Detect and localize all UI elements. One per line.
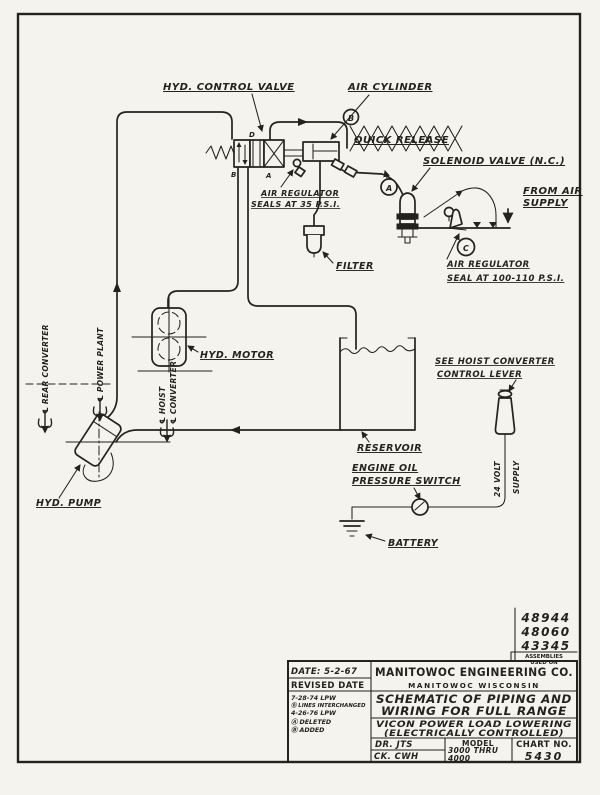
ref-b: B <box>348 114 355 123</box>
flow-arrow-right <box>298 118 308 126</box>
control-lever-symbol <box>494 389 516 441</box>
revision-entry: 7-28-74 LPW <box>291 695 337 702</box>
electrical-wiring <box>339 439 506 537</box>
solenoid-valve-label: SOLENOID VALVE (N.C.) <box>423 156 565 167</box>
air-regulator-100-label-2: SEAL AT 100-110 P.S.I. <box>447 274 564 284</box>
see-hoist-label-1: SEE HOIST CONVERTER <box>435 357 555 367</box>
from-air-supply-label-2: SUPPLY <box>523 198 569 209</box>
model-value-1: 3000 THRU <box>448 746 498 755</box>
assembly-number-3: 43345 <box>520 639 570 653</box>
air-cylinder-symbol <box>292 141 358 178</box>
volt-supply-label-2: SUPPLY <box>512 459 521 494</box>
from-air-supply-label-1: FROM AIR <box>523 186 583 197</box>
drawing-title-1: SCHEMATIC OF PIPING AND <box>376 692 572 706</box>
centerline-converter: ℄ CONVERTER <box>169 361 178 424</box>
reservoir-symbol <box>339 337 416 431</box>
assemblies-caption-1: ASSEMBLIES <box>525 654 563 660</box>
drawing-subtitle-1: VICON POWER LOAD LOWERING <box>376 720 572 730</box>
valve-port-b: B <box>231 171 236 179</box>
engine-oil-label-2: PRESSURE SWITCH <box>352 476 461 487</box>
company-name: MANITOWOC ENGINEERING CO. <box>375 665 573 679</box>
hyd-motor-label: HYD. MOTOR <box>200 350 274 361</box>
assemblies-caption-2: USED ON <box>530 660 558 666</box>
air-regulator-100-label-1: AIR REGULATOR <box>446 260 530 270</box>
volt-supply-label-1: 24 VOLT <box>493 461 502 497</box>
flow-arrow-up <box>113 282 121 292</box>
see-hoist-label-2: CONTROL LEVER <box>437 370 522 380</box>
quick-release-deleted: QUICK RELEASE <box>349 125 463 152</box>
air-regulator-100-symbol <box>443 206 467 231</box>
title-block: DATE: 5-2-67 REVISED DATE 7-28-74 LPW Ⓑ … <box>287 660 578 763</box>
centerline-rear-converter: ℄ REAR CONVERTER <box>41 324 50 414</box>
reference-balloons: B A C <box>342 108 476 257</box>
ref-a: A <box>385 184 393 193</box>
air-regulator-35-label-2: SEALS AT 35 P.S.I. <box>251 200 340 209</box>
ref-c: C <box>463 244 469 253</box>
chart-no-value: 5430 <box>525 750 564 763</box>
hyd-pump-symbol <box>65 411 171 482</box>
engine-oil-label-1: ENGINE OIL <box>352 463 418 474</box>
checked-by: CK. CWH <box>374 752 419 762</box>
hyd-control-valve-symbol: D B A <box>205 131 304 180</box>
drawing-subtitle-2: (ELECTRICALLY CONTROLLED) <box>384 729 564 739</box>
hyd-control-valve-label: HYD. CONTROL VALVE <box>163 82 295 93</box>
reservoir-label: RESERVOIR <box>357 443 422 454</box>
date-field: DATE: 5-2-67 <box>291 667 357 677</box>
battery-label: BATTERY <box>388 538 439 549</box>
valve-port-d: D <box>249 131 255 139</box>
assemblies-box: 48944 48060 43345 ASSEMBLIES USED ON <box>510 607 578 666</box>
revision-entry: Ⓐ DELETED <box>291 718 331 726</box>
centerline-marks: ℄ REAR CONVERTER ℄ POWER PLANT ℄ HOIST ℄… <box>25 295 178 443</box>
air-regulator-35-label-1: AIR REGULATOR <box>260 189 339 198</box>
model-label: MODEL <box>462 739 494 748</box>
revision-entry: Ⓑ LINES INTERCHANGED <box>291 702 366 709</box>
flow-arrow-left <box>230 426 240 434</box>
model-value-2: 4000 <box>448 754 470 763</box>
assembly-number-1: 48944 <box>520 611 570 625</box>
valve-port-a: A <box>265 172 271 180</box>
chart-no-label: CHART NO. <box>516 740 572 750</box>
deletion-hatch <box>349 125 463 152</box>
pressure-switch-symbol <box>411 498 429 516</box>
solenoid-valve-symbol <box>396 192 419 244</box>
revision-entry: Ⓑ ADDED <box>291 726 324 734</box>
drawing-title-2: WIRING FOR FULL RANGE <box>381 704 567 718</box>
diagram-labels: HYD. CONTROL VALVE AIR CYLINDER SOLENOID… <box>36 82 583 549</box>
revised-date-heading: REVISED DATE <box>291 681 364 691</box>
drawn-by: DR. JTS <box>375 740 413 750</box>
air-regulator-35-symbol <box>292 158 302 168</box>
revision-entry: 4-26-76 LPW <box>291 710 337 717</box>
hyd-pump-label: HYD. PUMP <box>36 498 101 509</box>
hyd-motor-symbol <box>131 297 213 373</box>
filter-symbol <box>303 225 325 258</box>
air-cylinder-label: AIR CYLINDER <box>347 82 433 93</box>
assembly-number-2: 48060 <box>520 625 570 639</box>
battery-symbol <box>339 520 365 537</box>
quick-release-label: QUICK RELEASE <box>354 135 449 146</box>
filter-label: FILTER <box>336 261 374 272</box>
centerline-power-plant: ℄ POWER PLANT <box>96 327 105 402</box>
centerline-hoist: ℄ HOIST <box>158 386 167 424</box>
company-city: MANITOWOC WISCONSIN <box>408 681 540 690</box>
